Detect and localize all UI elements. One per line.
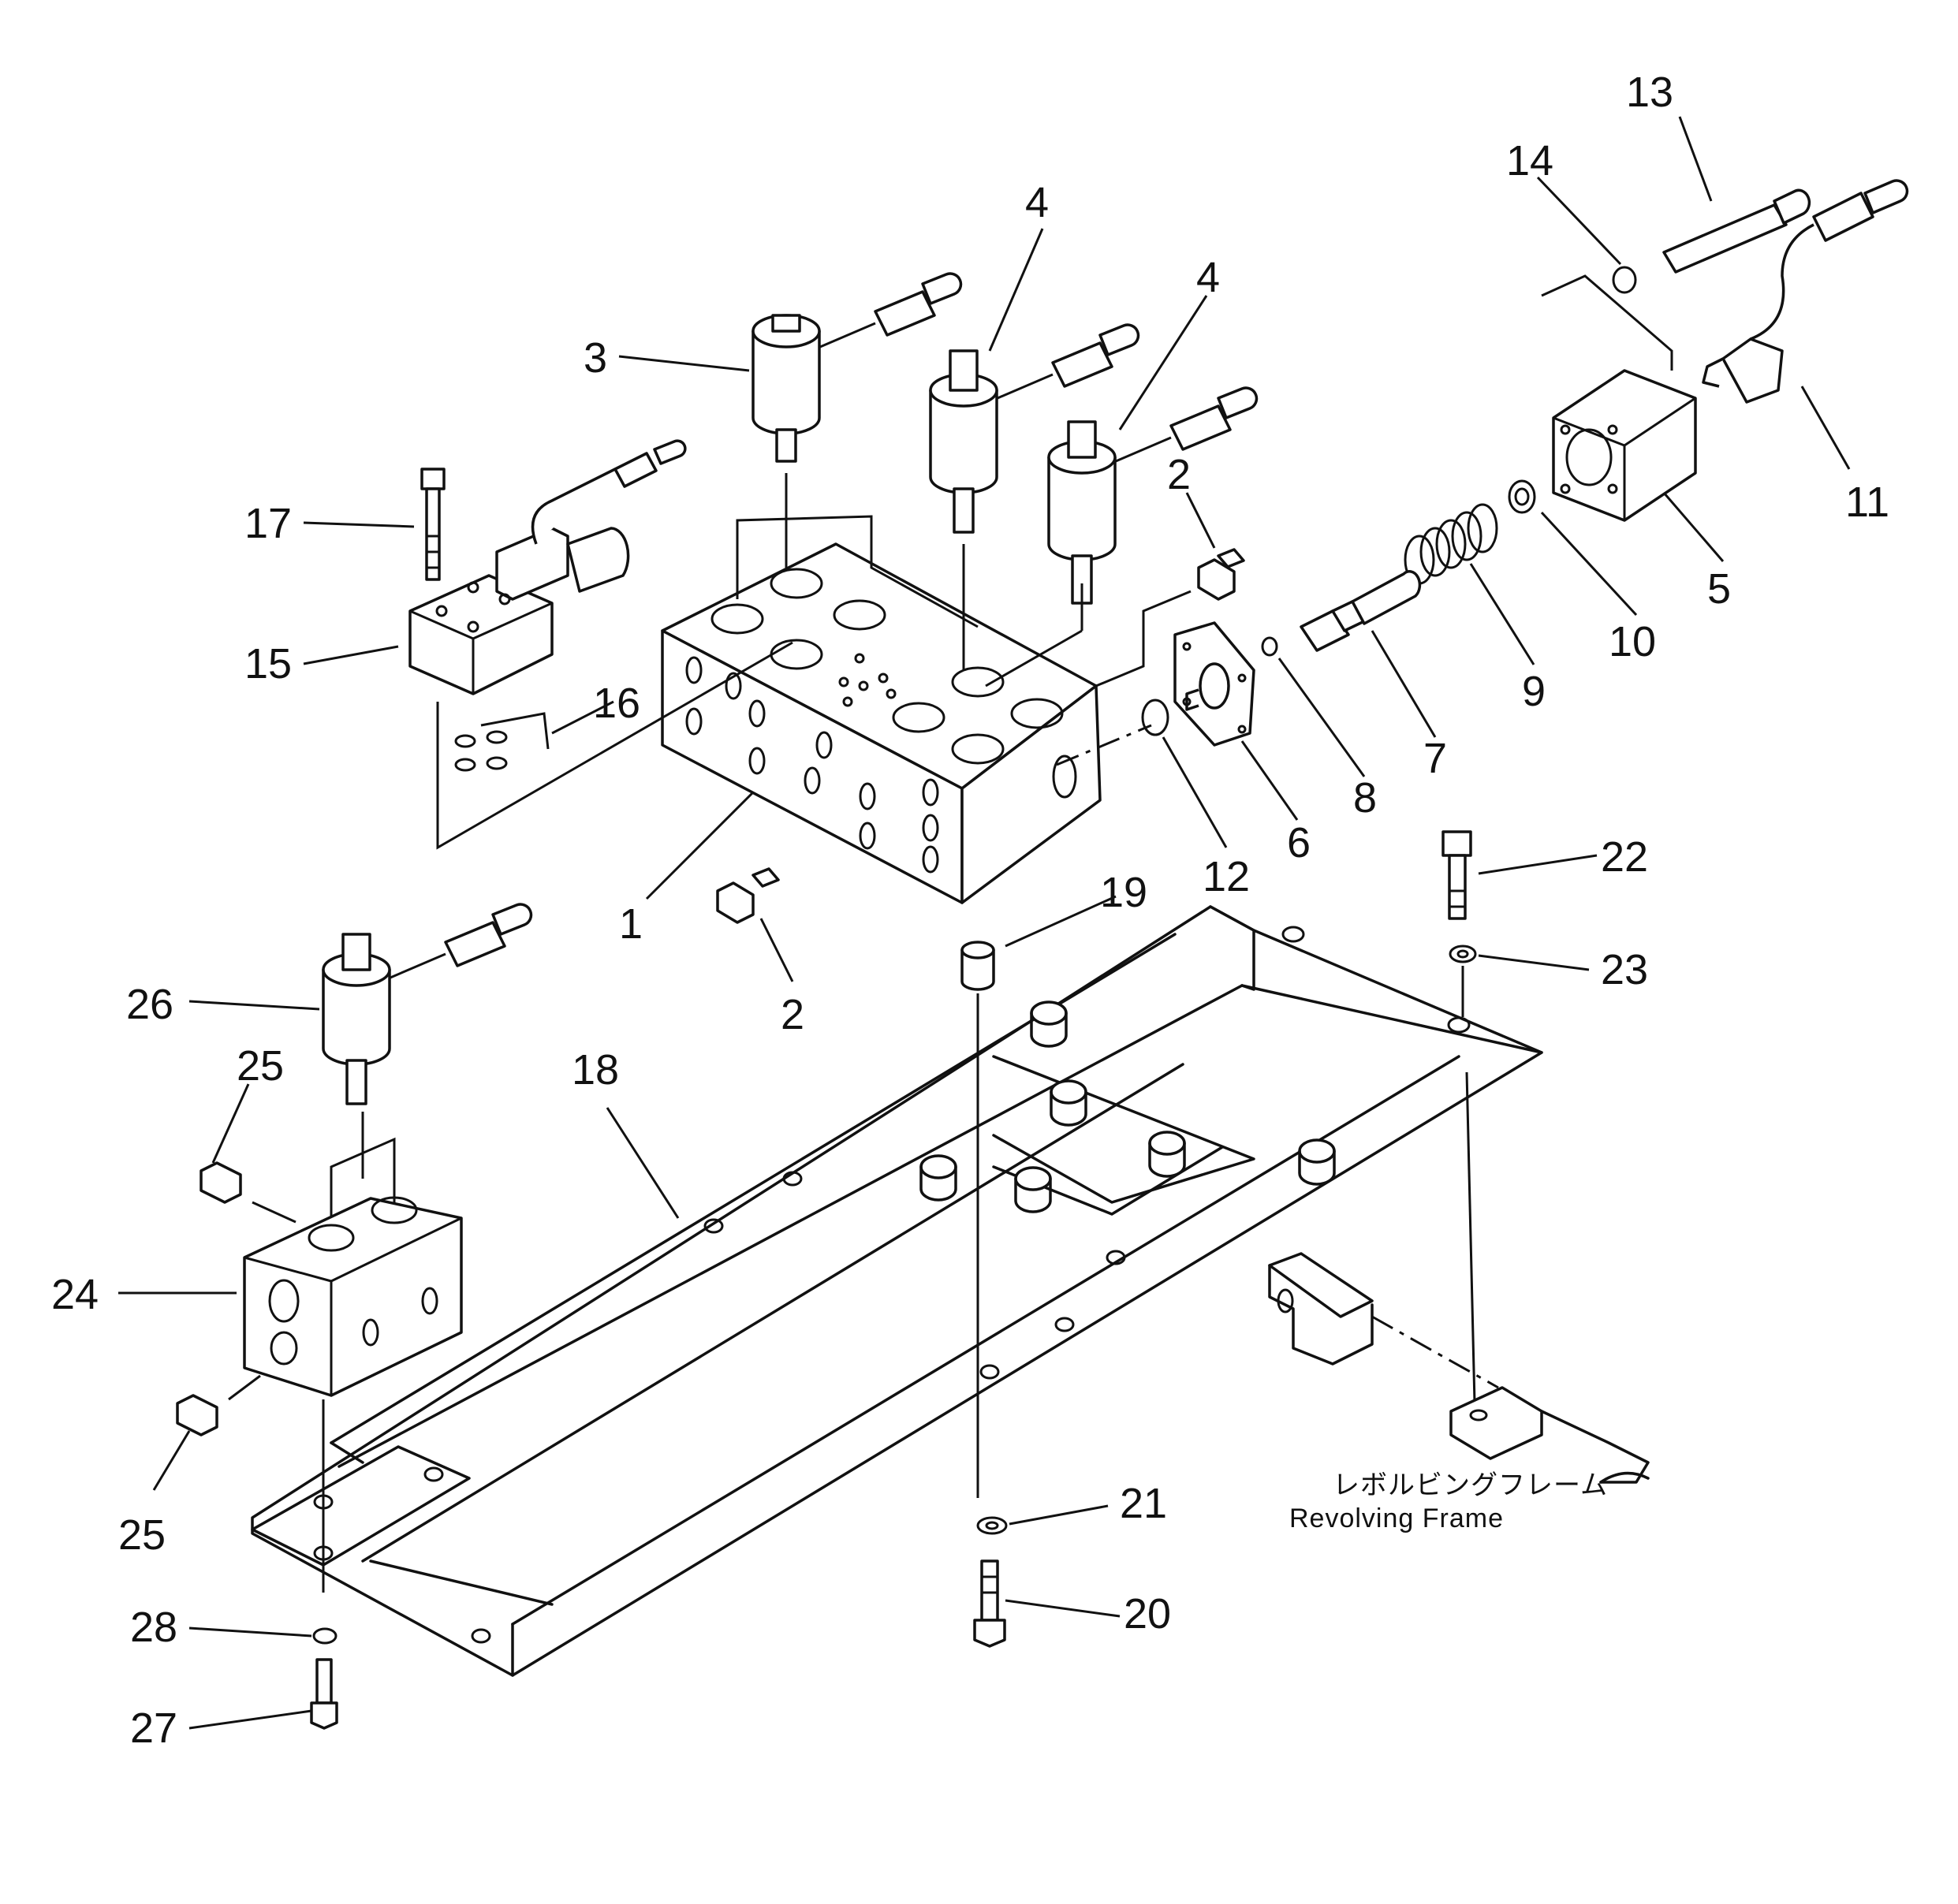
callout-9: 9 [1522,668,1546,715]
spring-9 [1404,503,1498,585]
callout-25: 25 [118,1511,166,1559]
callout-16: 16 [593,680,640,727]
callout-4: 4 [1025,179,1049,226]
boss [919,1154,957,1202]
boss [1030,1000,1068,1048]
solenoid-valve-4a [929,323,1140,534]
callout-2: 2 [1167,451,1191,498]
frame-label-japanese: レボルビングフレーム [1333,1470,1608,1500]
solenoid-valve-4b [1047,386,1259,605]
boss [1148,1131,1186,1178]
boss [1298,1138,1336,1186]
plug-2b [716,867,780,924]
bolt-13 [1662,188,1811,274]
callout-18: 18 [572,1046,619,1094]
spool-7 [1300,570,1422,652]
callout-13: 13 [1626,69,1673,116]
callout-8: 8 [1353,774,1377,822]
washer-21 [976,1516,1008,1535]
washer-14 [1612,266,1637,294]
callout-12: 12 [1203,853,1250,900]
callout-27: 27 [130,1705,177,1752]
plug-25a [200,1161,242,1204]
callout-10: 10 [1609,618,1656,665]
callout-25: 25 [237,1042,284,1090]
callout-7: 7 [1423,735,1447,782]
callout-23: 23 [1601,946,1648,993]
revolving-frame [1268,1252,1650,1484]
solenoid-valve-3 [751,272,963,463]
leader-lines [118,116,1851,1730]
bolt-27 [310,1658,338,1730]
boss [1050,1079,1087,1127]
main-valve-block [661,542,1102,904]
callout-11: 11 [1845,479,1889,526]
spacer-19 [960,941,995,991]
bolt-17 [420,468,446,581]
frame-label-english: Revolving Frame [1289,1503,1504,1533]
callout-26: 26 [126,981,173,1028]
bracket-plate [251,905,1543,1677]
callout-numbers: 13 14 4 4 3 2 17 11 5 10 15 16 9 7 8 6 1… [51,69,1889,1752]
callout-6: 6 [1287,819,1311,866]
sensor-11 [1702,179,1909,404]
callout-21: 21 [1120,1480,1167,1527]
callout-1: 1 [619,900,643,948]
callout-5: 5 [1707,565,1731,613]
callout-14: 14 [1506,137,1553,184]
callout-20: 20 [1124,1590,1171,1638]
callout-24: 24 [51,1271,99,1318]
o-ring-12 [1141,699,1169,736]
callout-17: 17 [244,500,292,547]
valve-block-24 [243,1196,463,1397]
plug-2a [1197,548,1245,601]
callout-19: 19 [1100,869,1147,916]
o-ring-8 [1261,636,1278,657]
callout-3: 3 [584,334,607,382]
bolt-22 [1441,830,1472,920]
callout-28: 28 [130,1604,177,1651]
callout-2: 2 [781,991,804,1038]
boss [1014,1166,1052,1213]
housing-5 [1552,369,1697,522]
callout-22: 22 [1601,833,1648,881]
o-ring-set-16 [454,712,550,772]
plug-25b [176,1394,218,1436]
washer-23 [1449,945,1477,963]
washer-10 [1508,479,1536,514]
washer-28 [312,1627,338,1645]
callout-4: 4 [1196,254,1220,301]
solenoid-valve-26 [322,903,533,1105]
bolt-20 [973,1559,1006,1648]
solenoid-valve-15 [408,439,687,695]
cover-6 [1173,621,1255,747]
callout-15: 15 [244,640,292,687]
